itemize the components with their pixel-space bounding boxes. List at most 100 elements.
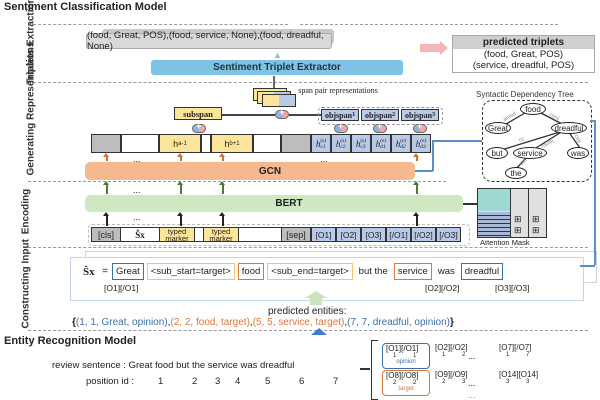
ellipsis: ... xyxy=(133,212,141,222)
ellipsis: ... xyxy=(468,378,476,388)
hidden-state-cell xyxy=(121,134,159,153)
arrow-line xyxy=(273,76,275,88)
entity-target: (2, 2, food, target) xyxy=(170,317,250,328)
position-id: 4 xyxy=(235,376,241,387)
entity-model-title: Entity Recognition Model xyxy=(4,335,136,347)
dependency-tree-box: food Great dreadful but service was the … xyxy=(482,100,592,182)
h-sup: (e) xyxy=(380,137,387,144)
entity-tag: opinion xyxy=(396,359,416,365)
hidden-state-d1: h(e)d1 xyxy=(371,134,391,153)
token-row xyxy=(88,224,470,246)
up-arrow-icon xyxy=(177,181,183,185)
token-cls: [cls] xyxy=(91,227,121,242)
comma: , xyxy=(344,317,348,328)
hidden-state-cell xyxy=(253,134,281,153)
end-pos: 2 xyxy=(462,352,466,358)
hidden-state-c1: h(s)c1 xyxy=(311,134,331,153)
ellipsis: ... xyxy=(133,154,141,164)
arrow-shaft xyxy=(310,297,322,305)
token-typed-marker: typed marker xyxy=(159,227,195,242)
seq-token-target: service xyxy=(393,262,432,280)
entity-opinion: (7, 7, dreadful, opinion) xyxy=(347,317,451,328)
separator xyxy=(28,330,588,331)
marker-pair: [O8][/O8] xyxy=(386,371,419,380)
stage-label-encoding: Encoding xyxy=(20,188,32,235)
end-pos: 7 xyxy=(526,352,530,358)
marker-pair: [O1][/O1] xyxy=(386,344,419,353)
h-sup: (e) xyxy=(420,137,427,144)
predicted-entities: {(1, 1, Great, opinion),(2, 2, food, tar… xyxy=(72,317,454,328)
token-O1: [O1] xyxy=(311,227,336,242)
brace: } xyxy=(450,317,454,328)
position-id: 7 xyxy=(333,376,339,387)
marker-pair: [O7][/O7] xyxy=(499,343,532,352)
position-id: 1 xyxy=(158,376,164,387)
brace: { xyxy=(72,317,76,328)
h-base: h xyxy=(335,138,341,149)
hidden-state-d3: h(e)d3 xyxy=(411,134,431,153)
token-O1: [/O1] xyxy=(386,227,411,242)
arrow-line xyxy=(180,215,182,226)
hidden-state-cell xyxy=(201,134,211,153)
connector xyxy=(432,140,482,142)
h-base: h xyxy=(375,138,381,149)
dependency-tree-title: Syntactic Dependency Tree xyxy=(476,90,574,99)
up-arrow-icon xyxy=(219,181,225,185)
concat-op-icon xyxy=(192,121,206,133)
position-id-label: position id : xyxy=(86,376,135,387)
equals-sign: = xyxy=(102,266,108,277)
subspan-box: subspan xyxy=(174,107,222,120)
h-scripts: (e)d3 xyxy=(420,138,426,150)
ellipsis: ... xyxy=(133,185,141,195)
marker-pair: [O3][/O3] xyxy=(495,283,530,293)
connector xyxy=(594,120,596,265)
marker-pair: [O2][/O2] xyxy=(425,283,460,293)
hidden-state-cell xyxy=(91,134,121,153)
diagonal-mask-icon: ⊞ xyxy=(514,214,522,224)
right-arrow-icon xyxy=(440,41,448,55)
arrow-line xyxy=(416,215,418,226)
separator xyxy=(28,181,446,182)
start-pos: 1 xyxy=(442,352,446,358)
predicted-triplet: (service, dreadful, POS) xyxy=(472,60,575,71)
comma: , xyxy=(167,317,171,328)
connector xyxy=(463,203,477,205)
arrow-shaft xyxy=(420,44,442,52)
sentiment-triplet-extractor: Sentiment Triplet Extractor xyxy=(151,60,403,75)
arrow-line xyxy=(180,184,182,194)
connector xyxy=(289,114,321,116)
up-arrow-icon xyxy=(311,328,327,335)
tree-node-the: the xyxy=(505,167,527,179)
sx-label: Ŝx xyxy=(83,266,95,278)
sentiment-model-title: Sentiment Classification Model xyxy=(4,1,167,13)
h-base: h xyxy=(395,138,401,149)
seq-token-plain: was xyxy=(437,265,455,277)
connector xyxy=(590,120,595,122)
connector xyxy=(222,114,275,116)
separator xyxy=(28,247,588,248)
diagonal-mask-icon: ⊞ xyxy=(532,214,540,224)
up-arrow-icon xyxy=(177,212,183,216)
diagonal-mask-icon: ⊞ xyxy=(514,225,522,235)
seq-token-marker: <sub_end=target> xyxy=(267,262,353,280)
seq-token-marker: <sub_start=target> xyxy=(146,262,235,280)
marker-pair: [O2][/O2] xyxy=(435,343,468,352)
connector xyxy=(360,368,370,370)
h-sup: (s) xyxy=(360,137,367,144)
up-arrow-icon: ▲ xyxy=(273,50,282,60)
predicted-entities-label: predicted entities: xyxy=(268,306,347,317)
position-id: 6 xyxy=(299,376,305,387)
marker-pair: [O14][O14] xyxy=(499,370,539,379)
up-arrow-icon xyxy=(219,212,225,216)
ellipsis: ... xyxy=(468,390,476,400)
attention-mask-block xyxy=(478,189,510,211)
position-id: 3 xyxy=(215,376,221,387)
seq-token-plain: but the xyxy=(358,265,388,277)
end-pos: 2 xyxy=(413,380,417,386)
connector xyxy=(415,170,433,172)
h-scripts: (s)c2 xyxy=(340,138,346,150)
